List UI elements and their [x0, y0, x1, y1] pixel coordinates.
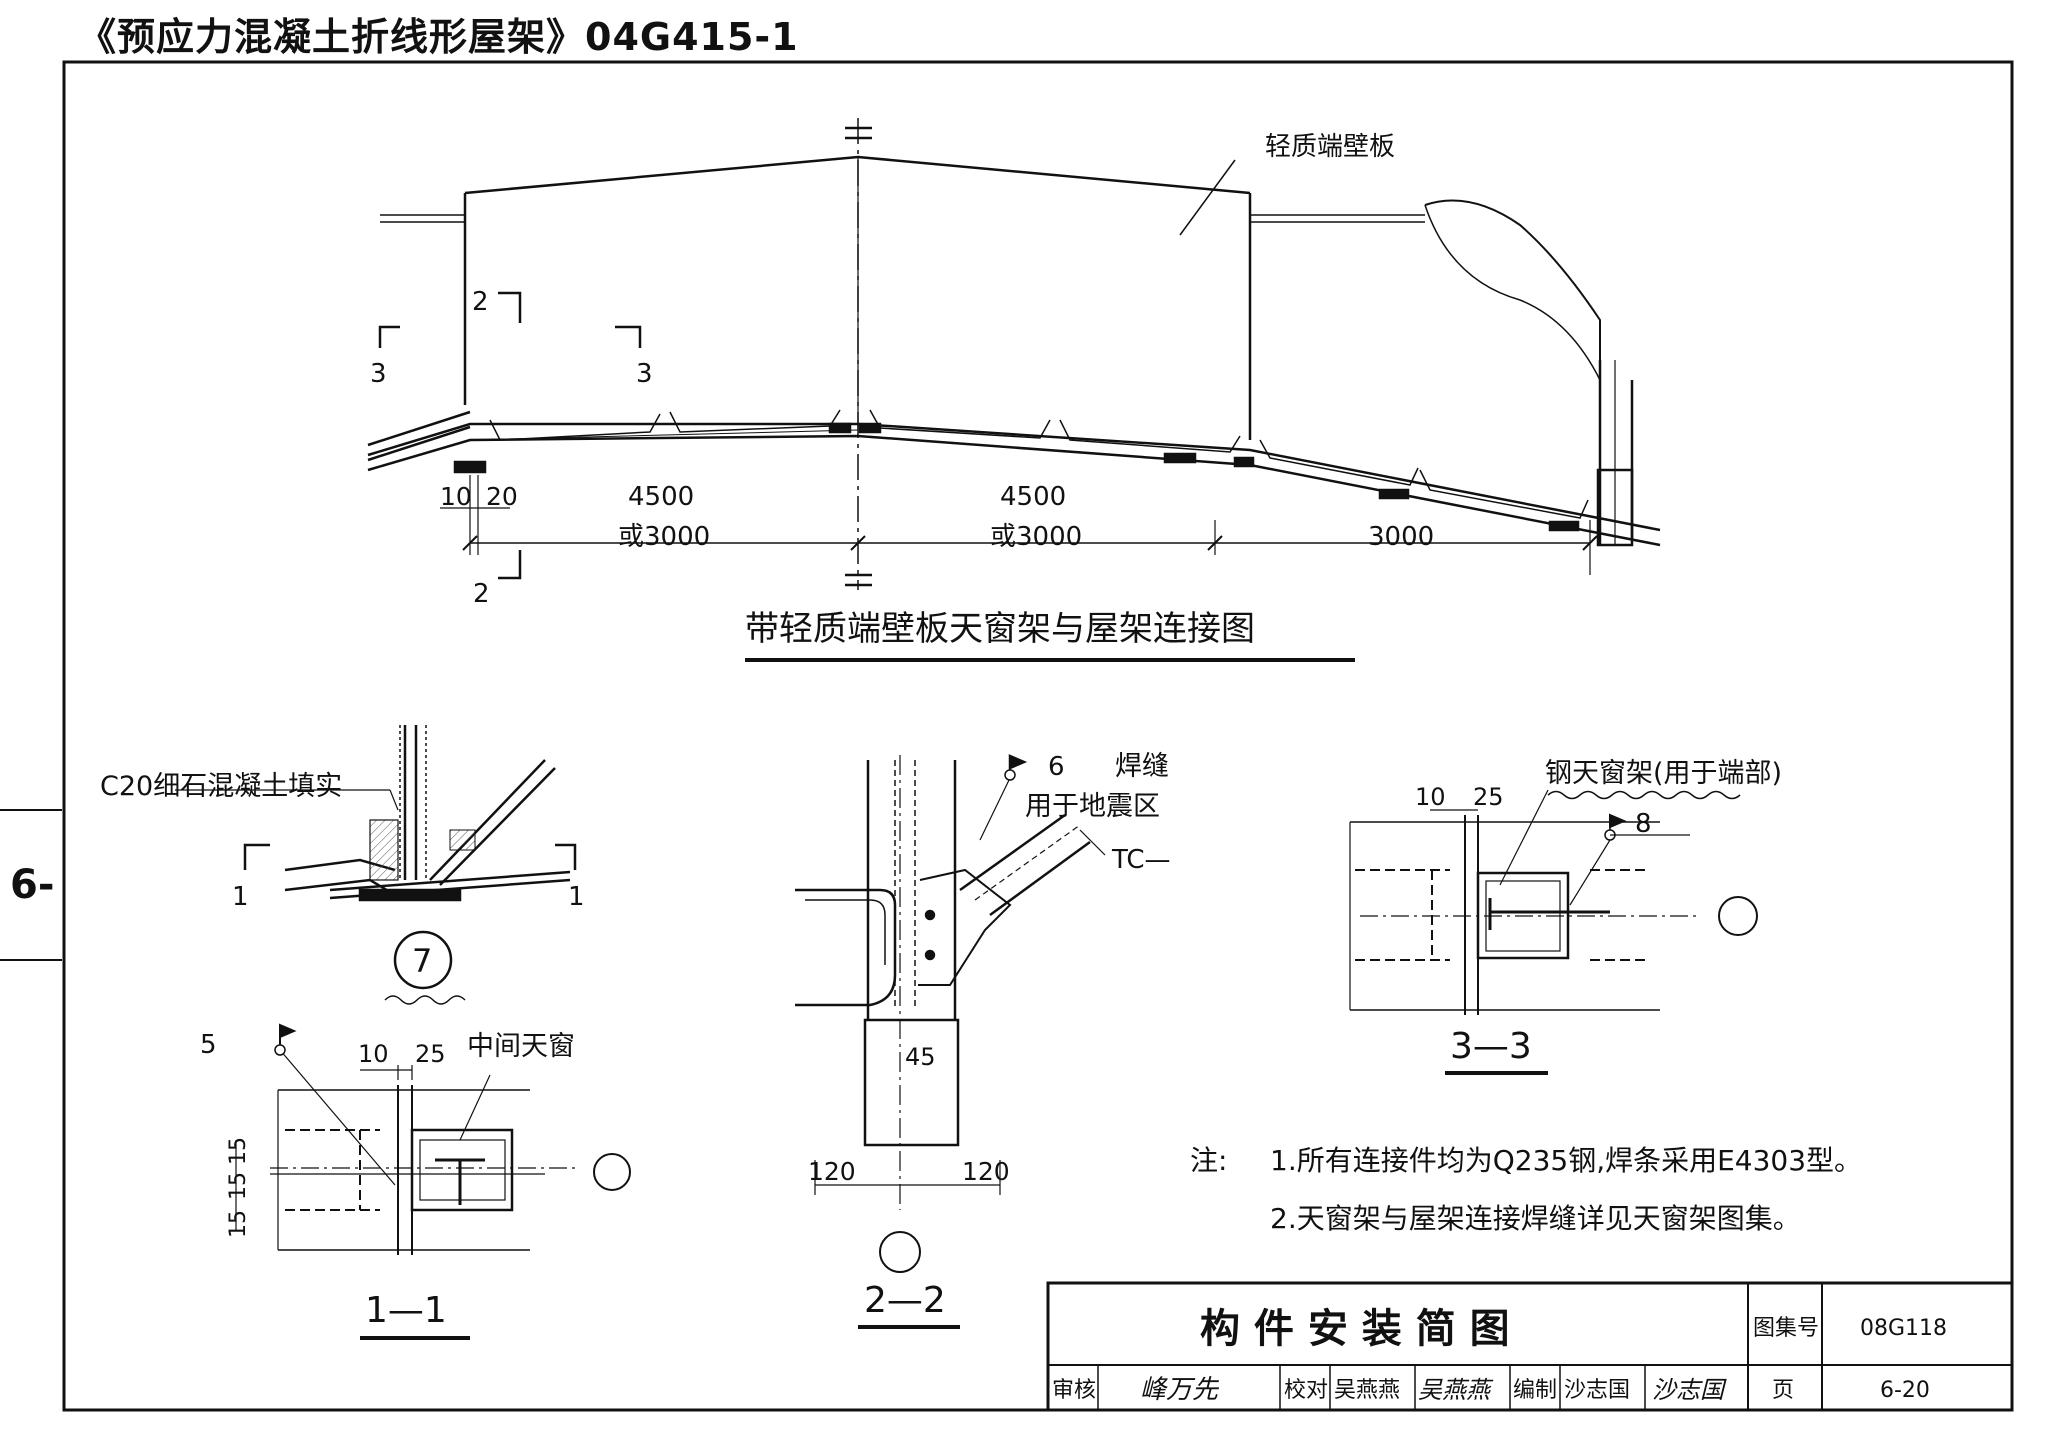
roof-truss-elevation	[367, 118, 1661, 590]
note-2: 2.天窗架与屋架连接焊缝详见天窗架图集。	[1270, 1202, 1801, 1235]
detail7-mark-left: 1	[232, 882, 249, 912]
draw-name: 沙志国	[1564, 1378, 1630, 1403]
fill-concrete-note: C20细石混凝土填实	[100, 771, 342, 802]
check-name: 吴燕燕	[1334, 1378, 1400, 1403]
sec33-dim-10: 10	[1415, 783, 1446, 811]
sec11-dim-10: 10	[358, 1040, 389, 1068]
dim-20: 20	[486, 482, 518, 511]
review-label: 审核	[1052, 1378, 1096, 1403]
check-label: 校对	[1284, 1378, 1328, 1403]
sec22-dim-45: 45	[905, 1043, 936, 1071]
detail7-mark-right: 1	[568, 882, 585, 912]
title-block	[1046, 1281, 2014, 1412]
note-1: 1.所有连接件均为Q235钢,焊条采用E4303型。	[1270, 1144, 1862, 1177]
review-signature: 峰万先	[1140, 1375, 1220, 1405]
check-signature: 吴燕燕	[1418, 1376, 1494, 1404]
atlas-no: 08G118	[1860, 1316, 1947, 1341]
section-2-2-drawing	[795, 754, 1106, 1273]
weld-size-8: 8	[1635, 809, 1652, 839]
draw-label: 编制	[1513, 1378, 1557, 1403]
page-label: 页	[1772, 1378, 1794, 1403]
sec11-dim-v2: 15	[226, 1172, 251, 1200]
atlas-no-label: 图集号	[1753, 1316, 1819, 1341]
section-mark-3-left: 3	[370, 359, 387, 389]
detail-number: 7	[412, 942, 432, 980]
sec22-dim-left: 120	[808, 1157, 856, 1186]
dim-span-1-alt: 或3000	[618, 522, 710, 552]
weld-label: 焊缝	[1115, 751, 1169, 782]
dim-10: 10	[440, 482, 472, 511]
page-no: 6-20	[1880, 1378, 1930, 1403]
drawing-series-title: 《预应力混凝土折线形屋架》04G415-1	[78, 15, 799, 59]
middle-skylight-label: 中间天窗	[467, 1031, 575, 1062]
section-1-1-drawing	[235, 1023, 631, 1255]
weld-size-5: 5	[200, 1030, 217, 1060]
notes-heading: 注:	[1190, 1144, 1227, 1177]
section-1-1-caption: 1—1	[365, 1290, 447, 1331]
dim-span-3: 3000	[1368, 522, 1434, 552]
section-2-2-caption: 2—2	[864, 1280, 946, 1321]
elevation-caption: 带轻质端壁板天窗架与屋架连接图	[745, 609, 1255, 649]
dim-span-2-alt: 或3000	[990, 522, 1082, 552]
sec33-dim-25: 25	[1473, 783, 1504, 811]
sheet-border	[62, 60, 2014, 1412]
end-panel-label: 轻质端壁板	[1265, 132, 1395, 162]
section-3-3-drawing	[1349, 789, 1758, 1015]
sec11-dim-v3: 15	[226, 1210, 251, 1238]
detail-7-drawing	[175, 725, 577, 1005]
section-mark-2-top: 2	[472, 287, 489, 317]
title-block-title: 构 件 安 装 简 图	[1200, 1306, 1510, 1352]
sec22-dim-right: 120	[962, 1157, 1010, 1186]
weld-size-6: 6	[1048, 752, 1065, 782]
draw-signature: 沙志国	[1652, 1376, 1727, 1404]
section-mark-3-right: 3	[636, 359, 653, 389]
seismic-zone-note: 用于地震区	[1025, 791, 1160, 822]
sec11-dim-v1: 15	[226, 1137, 251, 1165]
tc-label: TC—	[1111, 845, 1171, 875]
sec11-dim-25: 25	[415, 1040, 446, 1068]
dim-span-2: 4500	[1000, 482, 1066, 512]
steel-skylight-label: 钢天窗架(用于端部)	[1545, 758, 1782, 789]
section-mark-2-bottom: 2	[473, 579, 490, 609]
chapter-tab: 6-	[10, 862, 55, 908]
section-3-3-caption: 3—3	[1450, 1026, 1532, 1067]
dim-span-1: 4500	[628, 482, 694, 512]
